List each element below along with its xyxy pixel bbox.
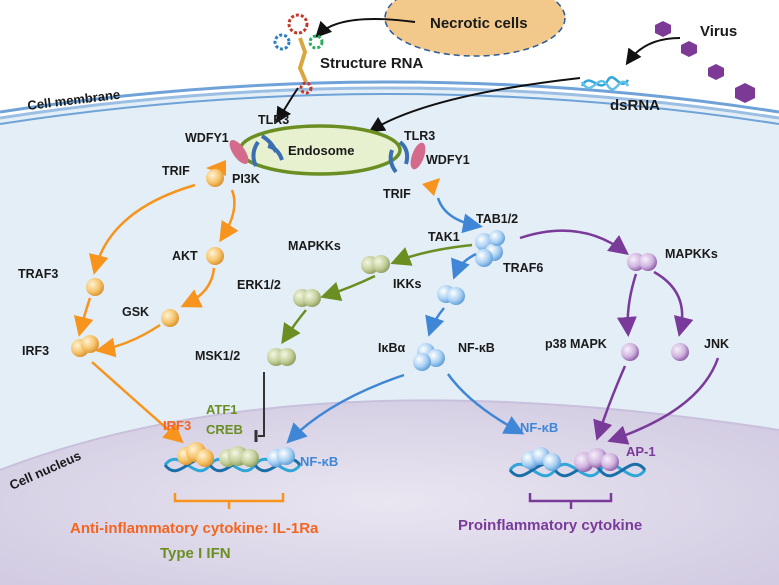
ikks-node: [437, 285, 465, 305]
ikba-nfkb-complex: [413, 343, 445, 371]
tlr3-left-label: TLR3: [258, 113, 289, 127]
dsrna-helix-icon: [580, 76, 630, 91]
proinflammatory-label: Proinflammatory cytokine: [458, 517, 642, 534]
traf3-node: [86, 278, 104, 296]
wdfy1-right-label: WDFY1: [426, 153, 470, 167]
mapkks-left-label: MAPKKs: [288, 239, 341, 253]
irf3-nuclear-label: IRF3: [163, 418, 191, 433]
gene-bracket-left: [173, 493, 285, 509]
gene-bracket-right: [528, 493, 613, 509]
tlr3-receptor-left-icon: [251, 134, 284, 167]
virus-icon: [655, 21, 671, 37]
gsk-label: GSK: [122, 305, 149, 319]
trif-right-label: TRIF: [383, 187, 411, 201]
nfkb-cyto-label: NF-κB: [458, 341, 495, 355]
nfkb-nuclear-left-label: NF-κB: [300, 454, 338, 469]
tak1-label: TAK1: [428, 230, 460, 244]
cell-membrane-inner: [0, 86, 779, 120]
cell-membrane-outer: [0, 80, 779, 114]
wdfy1-left-icon: [229, 140, 249, 164]
dsrna-label: dsRNA: [610, 97, 660, 114]
jnk-label: JNK: [704, 337, 729, 351]
akt-label: AKT: [172, 249, 198, 263]
nuclear-tf-right: [521, 447, 619, 472]
msk12-node: [267, 348, 296, 366]
structure-rna-label: Structure RNA: [320, 55, 424, 72]
trif-left-label: TRIF: [162, 164, 190, 178]
msk12-label: MSK1/2: [195, 349, 240, 363]
erk12-node: [293, 289, 321, 307]
anti-inflammatory-label: Anti-inflammatory cytokine: IL-1Ra: [70, 520, 319, 537]
pi3k-label: PI3K: [232, 172, 260, 186]
tlr3-right-label: TLR3: [404, 129, 435, 143]
gsk-node: [161, 309, 179, 327]
endosome-label: Endosome: [288, 143, 354, 158]
virus-icon: [708, 64, 724, 80]
erk12-label: ERK1/2: [237, 278, 281, 292]
structure-rna-icon: [273, 13, 324, 95]
mapkks-left-node: [361, 255, 390, 274]
ikba-label: IκBα: [378, 341, 405, 355]
nfkb-nuclear-right-label: NF-κB: [520, 420, 558, 435]
jnk-node: [671, 343, 689, 361]
virus-icon: [735, 83, 755, 103]
p38-node: [621, 343, 639, 361]
necrotic-cells-label: Necrotic cells: [430, 15, 528, 32]
creb-label: CREB: [206, 422, 243, 437]
dna-right-icon: [508, 462, 647, 478]
mapkks-right-label: MAPKKs: [665, 247, 718, 261]
type-i-ifn-label: Type I IFN: [160, 545, 231, 562]
pi3k-node: [206, 169, 224, 187]
irf3-node: [71, 335, 99, 357]
traf6-label: TRAF6: [503, 261, 543, 275]
virus-icon: [681, 41, 697, 57]
tlr3-receptor-right-icon: [388, 140, 410, 174]
wdfy1-right-icon: [410, 142, 426, 170]
ap1-label: AP-1: [626, 444, 656, 459]
atf1-label: ATF1: [206, 402, 238, 417]
wdfy1-left-label: WDFY1: [185, 131, 229, 145]
irf3-label: IRF3: [22, 344, 49, 358]
p38-label: p38 MAPK: [545, 337, 607, 351]
traf3-label: TRAF3: [18, 267, 58, 281]
tab12-label: TAB1/2: [476, 212, 518, 226]
necrotic-cell-shape: [384, 0, 566, 57]
nuclear-tf-left: [177, 442, 295, 467]
ikks-label: IKKs: [393, 277, 422, 291]
virus-label: Virus: [700, 23, 737, 40]
cell-membrane-line: [0, 93, 779, 125]
mapkks-right-node: [627, 253, 657, 271]
trif-right-icon: [422, 178, 440, 196]
tak1-tab-traf6-complex: [475, 230, 505, 267]
akt-node: [206, 247, 224, 265]
